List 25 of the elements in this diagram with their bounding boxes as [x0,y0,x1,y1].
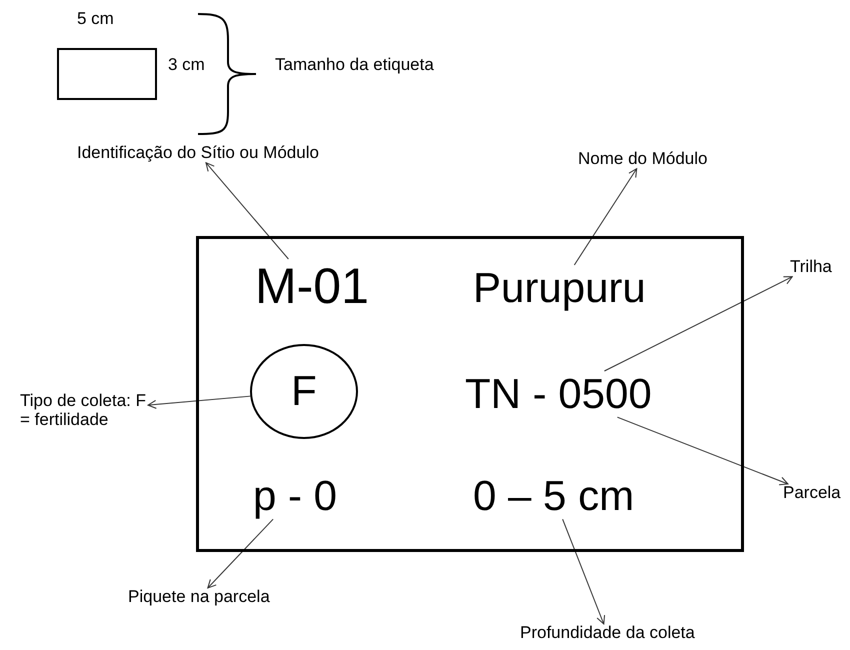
collection-type-circle: F [250,344,358,439]
leader-arrow [148,396,251,409]
leader-arrow [205,162,289,260]
leader-arrow [207,518,274,588]
annotation-text: Nome do Módulo [578,150,708,169]
leader-arrow [574,168,638,266]
module-name: Purupuru [473,265,646,312]
annotation-text: Tipo de coleta: F = fertilidade [20,392,148,430]
leader-arrow [604,276,793,372]
leader-arrow [562,518,606,624]
module-code: M-01 [255,259,369,314]
annotation-text: Trilha [790,258,832,277]
trail-code: TN - 0500 [465,371,652,418]
size-rectangle [57,48,157,100]
label-card [196,236,744,552]
annotation-text: Identificação do Sítio ou Módulo [77,144,319,163]
annotation-text: Piquete na parcela [128,588,270,607]
leader-arrow [616,416,788,486]
annotation-text: Profundidade da coleta [520,624,695,643]
dimension-label: 3 cm [168,56,205,75]
dimension-label: 5 cm [77,10,114,29]
stake-code: p - 0 [253,473,338,520]
depth-range: 0 – 5 cm [473,473,634,520]
annotation-text: Tamanho da etiqueta [275,56,434,75]
annotation-text: Parcela [783,484,841,503]
